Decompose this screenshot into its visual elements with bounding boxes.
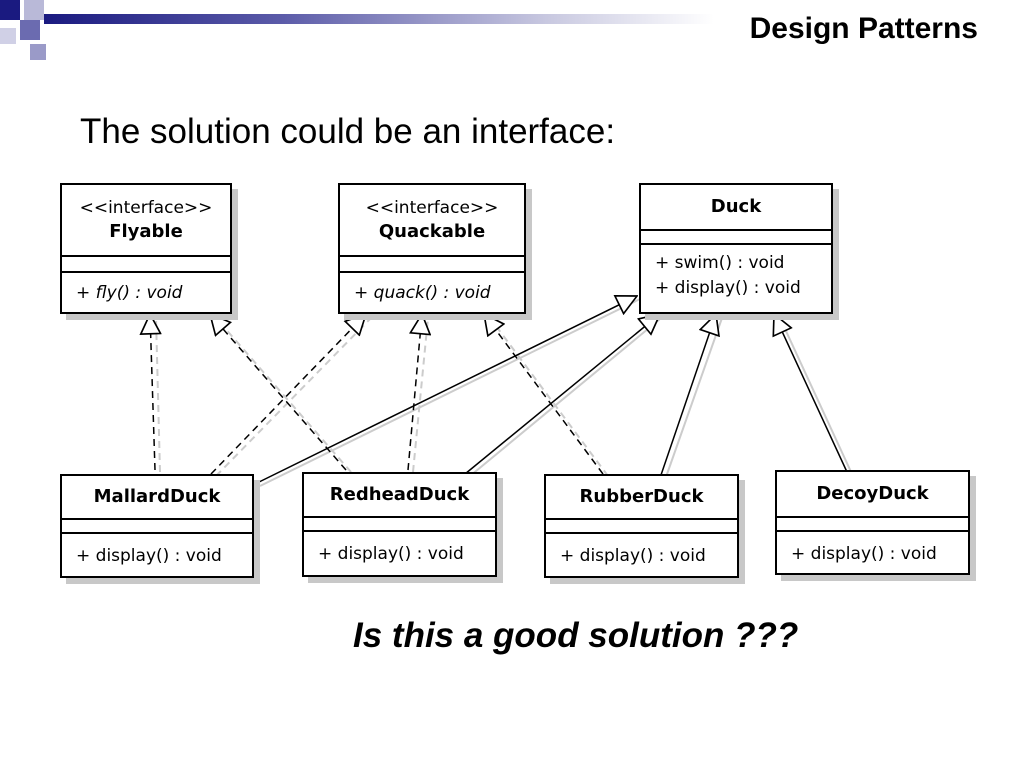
redhead-realizes-quackable	[407, 314, 422, 471]
flyable-stereotype: <<interface>>	[79, 198, 213, 218]
class-mallard-duck: MallardDuck + display() : void	[60, 474, 254, 578]
flyable-op-fly: + fly() : void	[76, 283, 183, 303]
class-decoy-duck: DecoyDuck + display() : void	[775, 470, 970, 575]
redhead-op-display: + display() : void	[318, 544, 464, 564]
mallard-op-display: + display() : void	[76, 546, 222, 566]
duck-op-swim: + swim() : void	[655, 253, 785, 273]
quackable-stereotype: <<interface>>	[365, 198, 499, 218]
class-rubber-duck: RubberDuck + display() : void	[544, 474, 739, 578]
rubber-realizes-quackable	[484, 314, 604, 475]
slide-title: Design Patterns	[749, 12, 978, 45]
slide-subtitle: The solution could be an interface:	[80, 112, 616, 151]
decoy-op-display: + display() : void	[791, 544, 937, 564]
duck-op-display: + display() : void	[655, 278, 801, 298]
rubber-op-display: + display() : void	[560, 546, 706, 566]
closing-question: Is this a good solution ???	[353, 616, 799, 655]
redhead-realizes-flyable	[210, 314, 347, 471]
rubber-extends-duck	[660, 314, 716, 476]
class-quackable: <<interface>> Quackable + quack() : void	[338, 183, 526, 314]
duck-name: Duck	[710, 196, 762, 217]
class-duck: Duck + swim() : void + display() : void	[639, 183, 833, 314]
quackable-name: Quackable	[378, 221, 486, 242]
decoy-name: DecoyDuck	[816, 483, 929, 504]
redhead-extends-duck	[464, 314, 660, 475]
mallard-realizes-flyable	[150, 314, 155, 471]
mallard-name: MallardDuck	[93, 486, 221, 507]
class-redhead-duck: RedheadDuck + display() : void	[302, 472, 497, 577]
mallard-extends-duck	[254, 296, 637, 485]
decoy-extends-duck	[774, 314, 848, 473]
mallard-realizes-quackable	[210, 314, 366, 475]
class-flyable: <<interface>> Flyable + fly() : void	[60, 183, 232, 314]
redhead-name: RedheadDuck	[329, 484, 470, 505]
flyable-name: Flyable	[109, 221, 183, 242]
quackable-op-quack: + quack() : void	[354, 283, 491, 303]
rubber-name: RubberDuck	[579, 486, 704, 507]
